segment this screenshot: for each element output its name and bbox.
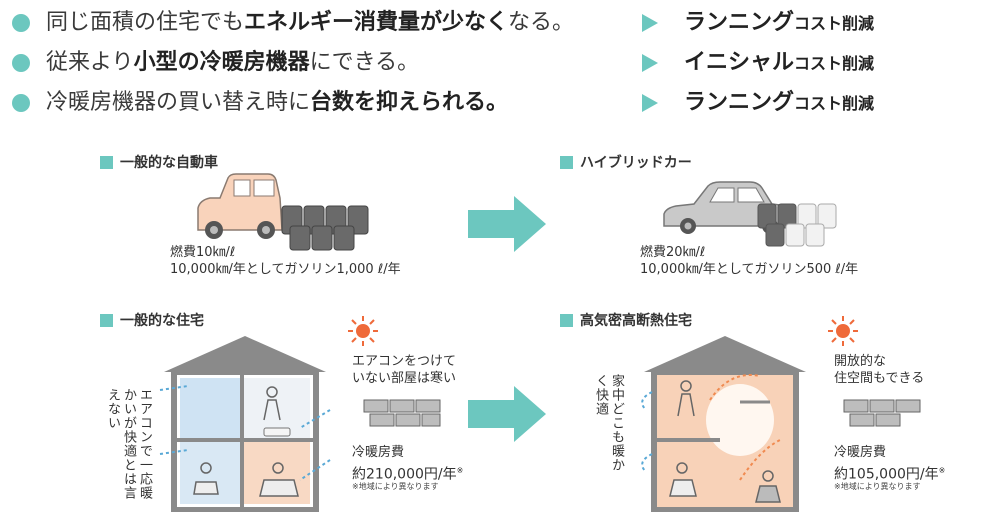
normal-car-with-barrels-illustration: [197, 173, 369, 251]
warm-comfort-note: 家中どこも暖かく快適: [593, 374, 624, 472]
benefit-text: 冷暖房機器の買い替え時に台数を抑えられる。: [46, 90, 509, 115]
gasoline-usage-text: 10,000㎞/年としてガソリン500 ℓ/年: [640, 262, 859, 277]
heating-cost-label: 冷暖房費: [352, 445, 405, 460]
person-icons: [193, 386, 299, 497]
heating-cost-label: 冷暖房費: [834, 445, 887, 460]
region-note: ※地域により異なります: [352, 482, 439, 491]
warm-glow: [706, 384, 774, 456]
benefit-text: 同じ面積の住宅でもエネルギー消費量が少なくなる。: [46, 10, 575, 35]
heating-cost-value: 約210,000円/年※: [352, 466, 464, 483]
section-square-icon: [560, 156, 573, 169]
section-title: 一般的な自動車: [120, 155, 218, 171]
roof-shape: [164, 336, 326, 372]
open-space-note: 開放的な: [834, 354, 887, 369]
person-icons: [669, 380, 781, 503]
money-stack-icon: [363, 399, 441, 427]
bullet-dot-icon: [12, 54, 30, 72]
section-square-icon: [100, 314, 113, 327]
insulated-house-illustration: [641, 336, 806, 512]
money-stack-icon: [843, 399, 921, 427]
benefit-result: ランニングコスト削減: [684, 90, 875, 115]
cold-air-arrow-icons: [159, 385, 331, 481]
ac-comfort-note: エアコンで一応暖かいが快適とは言えない: [105, 388, 152, 500]
comparison-arrow-icon: [468, 386, 546, 442]
section-square-icon: [100, 156, 113, 169]
sun-icon: [828, 316, 858, 346]
bullet-dot-icon: [12, 14, 30, 32]
air-conditioner-icon: [263, 427, 291, 437]
comparison-arrow-icon: [468, 196, 546, 252]
triangle-arrow-icon: [642, 94, 658, 112]
cold-room-note: エアコンをつけて: [352, 354, 457, 369]
region-note: ※地域により異なります: [834, 482, 921, 491]
benefit-row: 同じ面積の住宅でもエネルギー消費量が少なくなる。 ランニングコスト削減: [12, 6, 992, 40]
section-square-icon: [560, 314, 573, 327]
bullet-dot-icon: [12, 94, 30, 112]
benefit-row: 冷暖房機器の買い替え時に台数を抑えられる。 ランニングコスト削減: [12, 86, 992, 120]
oil-barrel-icons: [757, 203, 837, 247]
benefit-text: 従来より小型の冷暖房機器にできる。: [46, 50, 420, 75]
compact-car-icon: [197, 173, 283, 239]
gasoline-usage-text: 10,000㎞/年としてガソリン1,000 ℓ/年: [170, 262, 401, 277]
section-title: 一般的な住宅: [120, 313, 204, 329]
triangle-arrow-icon: [642, 54, 658, 72]
airflow-arrow-icons: [641, 391, 653, 473]
benefit-result: イニシャルコスト削減: [684, 50, 875, 75]
roof-shape: [644, 336, 806, 372]
section-title: 高気密高断熱住宅: [580, 313, 692, 329]
cold-room-note: いない部屋は寒い: [352, 371, 457, 386]
triangle-arrow-icon: [642, 14, 658, 32]
hybrid-car-with-barrels-illustration: [663, 181, 837, 247]
sun-icon: [348, 316, 378, 346]
fuel-efficiency-text: 燃費10㎞/ℓ: [170, 245, 236, 260]
heating-cost-value: 約105,000円/年※: [834, 466, 946, 483]
open-space-note: 住空間もできる: [834, 371, 925, 386]
normal-house-illustration: [159, 336, 331, 512]
benefit-row: 従来より小型の冷暖房機器にできる。 イニシャルコスト削減: [12, 46, 992, 80]
section-title: ハイブリッドカー: [580, 155, 692, 171]
warm-air-arrow-icons: [709, 374, 781, 481]
fuel-efficiency-text: 燃費20㎞/ℓ: [640, 245, 706, 260]
benefit-result: ランニングコスト削減: [684, 10, 875, 35]
oil-barrel-icons: [281, 205, 369, 251]
cool-room: [180, 378, 240, 438]
